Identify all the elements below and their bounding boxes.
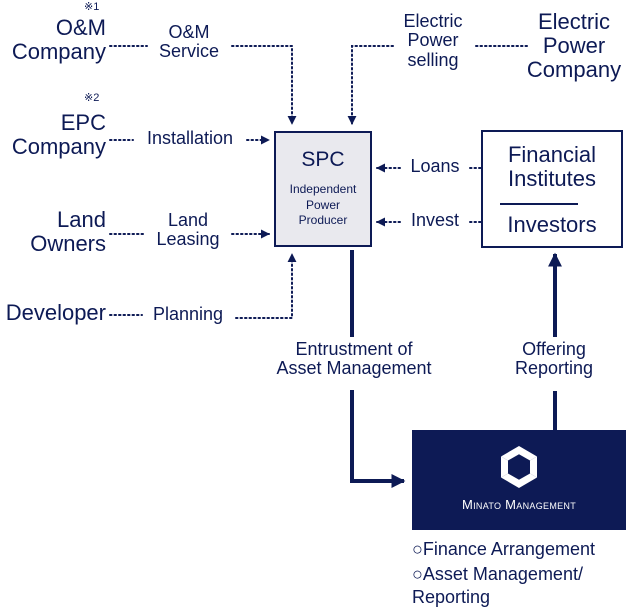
developer-label: Developer — [5, 300, 106, 325]
invest-label: Invest — [410, 210, 460, 230]
service-item: ○Finance Arrangement — [412, 539, 595, 559]
minato-logo-icon — [501, 446, 537, 488]
installation-label: Installation — [146, 128, 234, 148]
om-note-marker: ※1 — [84, 1, 100, 13]
land-leasing-label: Land Leasing — [156, 210, 220, 250]
entrustment-arrow — [350, 390, 406, 488]
epc-note-marker: ※2 — [84, 92, 100, 104]
loans-label: Loans — [410, 156, 460, 176]
entrustment-label: Entrustment of Asset Management — [276, 339, 432, 379]
planning-label: Planning — [152, 304, 224, 324]
om-company-label: O&M Company — [11, 15, 106, 64]
financial-institutes-label: Financial Institutes — [507, 142, 597, 191]
offering-reporting-label: Offering Reporting — [514, 339, 594, 379]
investors-label: Investors — [507, 212, 597, 237]
epc-company-label: EPC Company — [11, 110, 106, 159]
land-owners-label: Land Owners — [30, 207, 106, 256]
finance-box — [481, 130, 623, 248]
spc-box — [274, 131, 372, 247]
spc-subtitle: Independent Power Producer — [289, 182, 357, 228]
minato-management-label: Minato Management — [461, 497, 577, 512]
minato-services-list: ○Finance Arrangement ○Asset Management/ … — [412, 539, 595, 610]
spc-title: SPC — [301, 148, 345, 171]
service-item: ○Asset Management/ Reporting — [412, 564, 583, 608]
power-selling-label: Electric Power selling — [403, 11, 463, 70]
electric-power-company-label: Electric Power Company — [526, 9, 622, 82]
power-selling-arrow — [347, 45, 394, 125]
planning-arrow — [235, 253, 297, 319]
om-service-label: O&M Service — [158, 22, 220, 62]
om-service-arrow — [231, 45, 297, 125]
